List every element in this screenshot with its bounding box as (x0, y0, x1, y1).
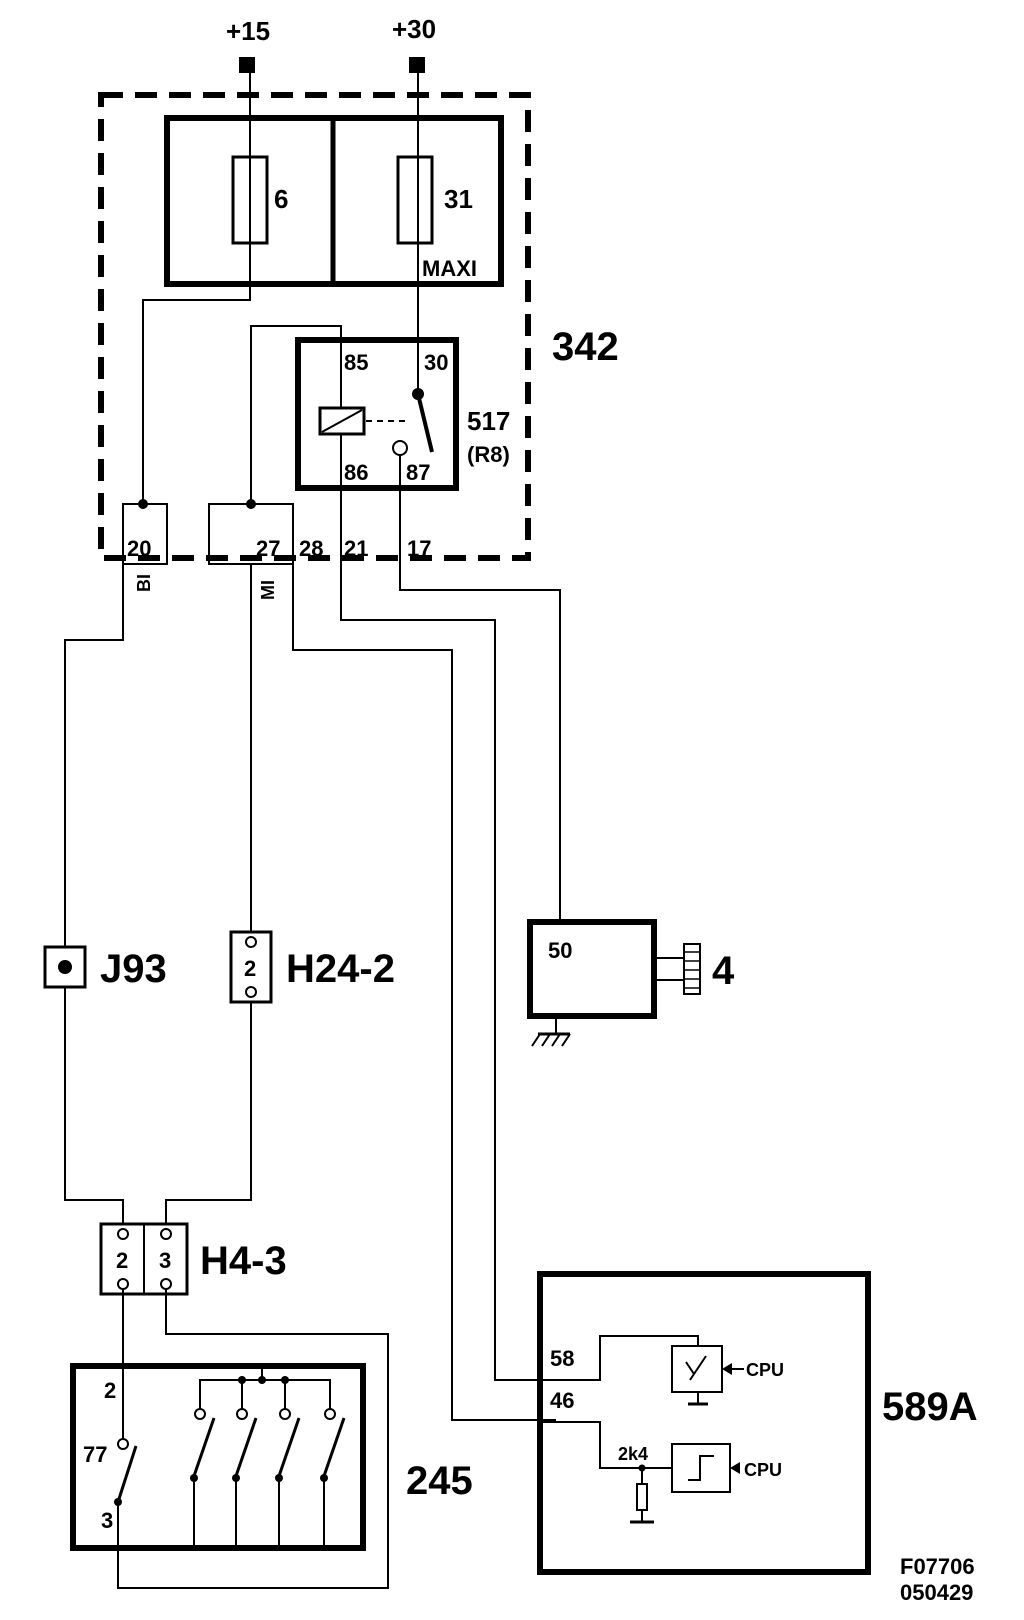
switch-bank-contact-4 (324, 1408, 336, 1420)
wire-relay-85 (250, 325, 342, 504)
h43-pin-a: 2 (116, 1248, 128, 1273)
switch-pin-bottom: 3 (101, 1508, 113, 1533)
ecu-id: 589A (882, 1385, 978, 1429)
j93-label: J93 (100, 947, 167, 991)
switch-pin-77: 77 (83, 1442, 107, 1467)
ecu-resistor-label: 2k4 (618, 1444, 648, 1464)
relay-ref: (R8) (467, 442, 510, 467)
fuse-31-label: 31 (444, 184, 473, 214)
switch-main-contact (117, 1438, 129, 1450)
switch-unit-box (70, 1363, 366, 1551)
supply-plus30-label: +30 (392, 14, 436, 44)
switch-bank-bus-left (199, 1366, 263, 1410)
switch-bank-contact-2 (236, 1408, 248, 1420)
h43-pin2-bottom (117, 1278, 129, 1290)
ecu-driver-arrow (722, 1363, 732, 1375)
j93-symbol (43, 945, 87, 989)
central-electric-unit-outline (98, 92, 531, 561)
wire-relay-87-starter (399, 455, 561, 922)
switch-bank-contact-1 (194, 1408, 206, 1420)
starter-id: 4 (712, 949, 735, 993)
ground-hatch-2 (541, 1033, 551, 1047)
switch-bank-node-2 (258, 1376, 266, 1384)
ecu-cpu-1: CPU (746, 1360, 784, 1380)
starter-pin-50: 50 (548, 938, 572, 963)
relay-pin-87: 87 (406, 460, 430, 485)
ecu-cpu-2: CPU (744, 1460, 782, 1480)
wire-plus15-fuse6 (142, 73, 251, 504)
wire-h24-h4 (165, 1002, 252, 1224)
switch-pin-top: 2 (104, 1378, 116, 1403)
relay-pin-30: 30 (424, 350, 448, 375)
node-20 (138, 499, 148, 509)
switch-bank-node-3 (281, 1376, 289, 1384)
ecu-pin-58: 58 (550, 1346, 574, 1371)
h43-pin2-top (117, 1228, 129, 1240)
relay-517-box (295, 337, 459, 491)
central-electric-unit-id: 342 (552, 325, 619, 369)
switch-main-pivot (114, 1498, 122, 1506)
wire-relay-86-ecu-58 (340, 434, 556, 1381)
h24-pin-bottom (245, 986, 257, 998)
j93-dot (58, 960, 72, 974)
relay-pin-86: 86 (344, 460, 368, 485)
ecu-schmitt-trigger-curve (688, 1455, 714, 1481)
relay-pin-85: 85 (344, 350, 368, 375)
h24-pin: 2 (244, 956, 256, 981)
wire-28-ecu-46 (292, 564, 556, 1421)
connector-m-label: MI (258, 580, 278, 600)
switch-main-arm (116, 1445, 138, 1503)
supply-plus30-terminal (409, 57, 425, 73)
supply-plus15-label: +15 (226, 16, 270, 46)
relay-contact-arm (416, 393, 434, 453)
h43-pin3-top (160, 1228, 172, 1240)
connector-pin-20: 20 (127, 536, 151, 561)
switch-bank-contact-3 (279, 1408, 291, 1420)
wire-h43-3-switch (117, 1289, 389, 1589)
switch-bank-arm-4 (322, 1417, 346, 1477)
connector-pin-27: 27 (256, 536, 280, 561)
ecu-driver-base (685, 1361, 695, 1375)
switch-unit-id: 245 (406, 1459, 473, 1503)
relay-id: 517 (467, 406, 510, 436)
supply-plus15-terminal (239, 57, 255, 73)
ground-hatch-3 (551, 1033, 561, 1047)
ecu-driver-transistor (689, 1355, 707, 1381)
relay-contact-87 (392, 440, 408, 456)
h43-label: H4-3 (200, 1239, 287, 1283)
ground-hatch-4 (561, 1033, 571, 1047)
node-27 (246, 499, 256, 509)
wire-20-j93-h4 (64, 564, 124, 1224)
fuse-31-type: MAXI (422, 256, 477, 281)
switch-bank-bus-right (262, 1379, 331, 1410)
switch-bank-arm-2 (234, 1417, 258, 1477)
ecu-wire-46-input (540, 1421, 672, 1469)
starter-box (527, 919, 657, 1019)
switch-bank-arm-3 (277, 1417, 301, 1477)
figure-date: 050429 (900, 1580, 973, 1605)
ecu-resistor-symbol (636, 1483, 648, 1511)
connector-pin-21: 21 (344, 536, 368, 561)
ecu-wire-58-driver (540, 1335, 699, 1381)
h43-pin3-bottom (160, 1278, 172, 1290)
starter-pinion-gear (683, 943, 701, 995)
ecu-pin-46: 46 (550, 1388, 574, 1413)
h24-pin-top (245, 936, 257, 948)
connector-b-label: BI (134, 574, 154, 592)
fuse-31-symbol (396, 155, 434, 245)
connector-pin-28: 28 (299, 536, 323, 561)
figure-code: F07706 (900, 1554, 975, 1579)
switch-bank-arm-1 (192, 1417, 216, 1477)
connector-pin-17: 17 (407, 536, 431, 561)
ground-hatch-1 (531, 1033, 541, 1047)
h24-label: H24-2 (286, 947, 395, 991)
ecu-schmitt-arrow (730, 1462, 740, 1474)
switch-bank-node-1 (238, 1376, 246, 1384)
h43-pin-b: 3 (159, 1248, 171, 1273)
relay-coil-diagonal (321, 409, 363, 433)
fuse-6-label: 6 (274, 184, 288, 214)
